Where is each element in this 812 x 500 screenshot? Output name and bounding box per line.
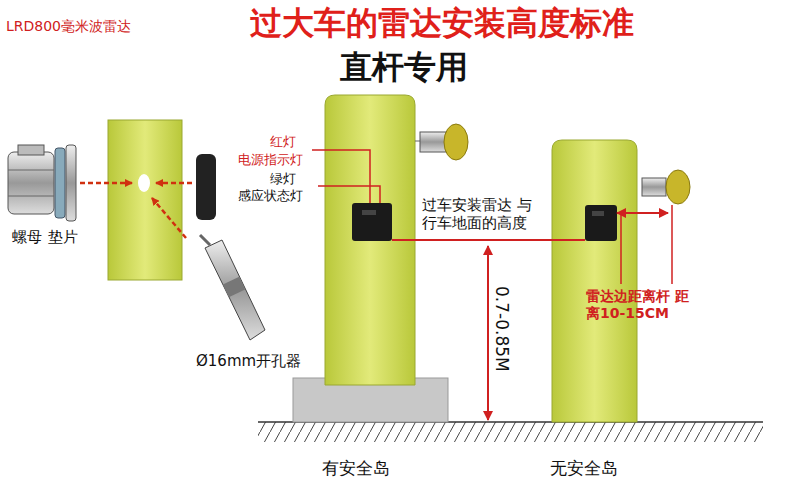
nut-washer [55,148,65,218]
model-note: LRD800毫米波雷达 [6,18,131,35]
nut-washer [8,145,76,221]
leader-lines [671,205,673,284]
nut-washer [66,145,76,221]
post-right [585,205,617,241]
post-middle [352,203,392,241]
ground [258,422,763,442]
leader-lines [620,213,622,284]
post-right [642,178,666,196]
insert-arrow [80,183,192,238]
sensor-side [196,154,216,220]
leader-lines [312,150,672,420]
post-middle [420,132,446,152]
subtitle: 直杆专用 [340,48,468,86]
title: 过大车的雷达安装高度标准 [250,4,634,42]
leader-lines [318,186,380,203]
insert-arrow [156,182,192,185]
light-label: 电源指示灯 [238,152,303,168]
post-right [552,140,690,422]
light-label: 感应状态灯 [238,188,303,204]
left-panel [108,120,182,280]
island-label: 无安全岛 [550,458,618,478]
post-middle [444,124,468,160]
hole-saw [200,235,265,340]
nut-washer [8,196,54,197]
height-note: 过车安装雷达 与行车地面的高度 [422,196,544,232]
dimension: 0.7-0.85M [492,286,512,372]
hole-saw [200,235,210,245]
post-right [552,140,637,422]
island-label: 有安全岛 [322,458,390,478]
left-panel [108,120,182,280]
post-right [592,211,604,216]
post-right [666,170,690,204]
part-name: 螺母 [12,228,42,246]
left-panel [138,174,150,192]
hole-saw [223,277,245,297]
post-middle [362,210,376,215]
insert-arrow [80,182,132,185]
leader-lines [392,239,585,241]
light-label: 红灯 [270,134,296,150]
leader-lines [487,246,489,420]
nut-washer [18,145,44,155]
part-name: 垫片 [48,228,78,246]
distance-note: 雷达边距离杆 距离10-15CM [586,288,691,322]
ground [258,422,763,442]
leader-lines [312,150,370,203]
nut-washer [8,170,54,171]
nut-washer [8,152,54,214]
hole-saw [205,240,265,340]
sensor-side [196,154,216,220]
light-label: 绿灯 [270,171,296,187]
leader-lines [617,212,668,214]
part-name: Ø16mm开孔器 [196,352,301,370]
insert-arrow [152,198,186,238]
